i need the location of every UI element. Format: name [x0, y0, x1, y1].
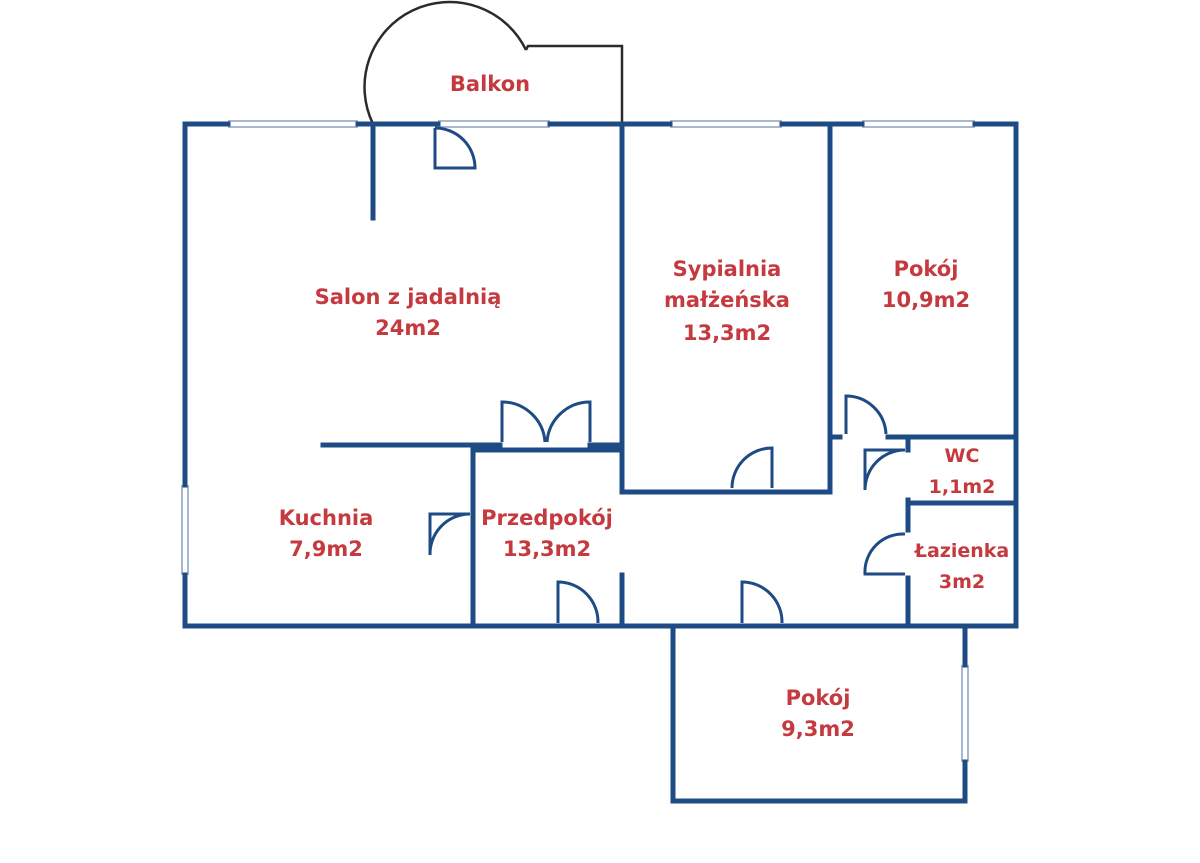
room-area-pokoj1: 10,9m2: [882, 288, 970, 312]
door-lazienka: [863, 532, 906, 576]
door-kuchnia: [428, 512, 471, 556]
door-sypialnia: [730, 446, 774, 489]
room-area-salon: 24m2: [375, 316, 441, 340]
room-name-pokoj1: Pokój: [894, 257, 959, 281]
doors: [428, 126, 906, 624]
room-area-przedpokoj: 13,3m2: [503, 537, 591, 561]
room-area-lazienka: 3m2: [939, 571, 985, 593]
door-wc: [863, 448, 906, 491]
room-name-przedpokoj: Przedpokój: [481, 506, 613, 530]
door-przedpokoj: [556, 580, 600, 624]
room-name-balkon: Balkon: [450, 72, 530, 96]
windows: [181, 120, 975, 762]
walls: [182, 121, 1019, 804]
door-pokoj1: [844, 394, 888, 435]
room-name-lazienka: Łazienka: [914, 540, 1009, 562]
room-name-pokoj2: Pokój: [786, 686, 851, 710]
room-area-kuchnia: 7,9m2: [289, 537, 363, 561]
room-area-sypialnia: 13,3m2: [683, 321, 771, 345]
door-pokoj2: [740, 580, 784, 624]
room-name-kuchnia: Kuchnia: [279, 506, 374, 530]
room-name-wc: WC: [945, 445, 980, 467]
door-balkon: [433, 126, 477, 170]
balcony-outline: [363, 0, 624, 125]
room-labels: Balkon Salon z jadalnią 24m2 Sypialnia m…: [279, 72, 1010, 741]
room-area-pokoj2: 9,3m2: [781, 717, 855, 741]
door-salon-right: [545, 400, 592, 443]
room-name-sypialnia: Sypialnia: [673, 257, 782, 281]
room-name-sypialnia-2: małżeńska: [664, 288, 790, 312]
room-area-wc: 1,1m2: [929, 476, 996, 498]
room-name-salon: Salon z jadalnią: [315, 285, 502, 309]
door-salon-left: [500, 400, 547, 443]
